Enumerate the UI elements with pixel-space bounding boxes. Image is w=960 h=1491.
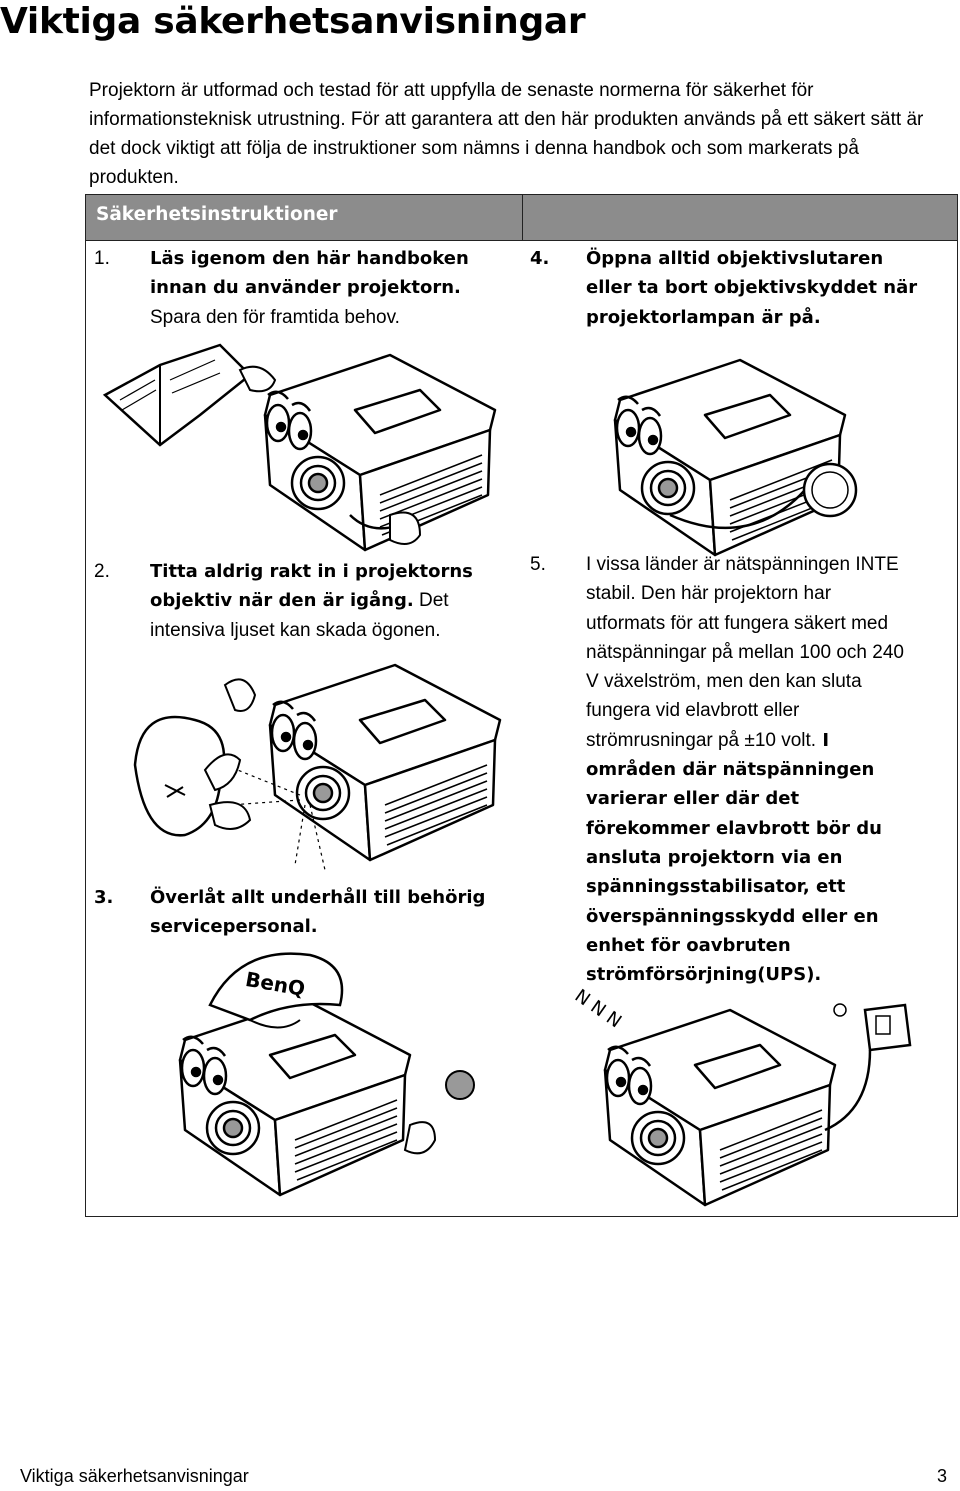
intro-paragraph: Projektorn är utformad och testad för at…	[89, 80, 924, 188]
projector-reading-book-illustration	[102, 343, 497, 552]
item-bold-text: områden där nätspänningen	[586, 759, 875, 781]
person-shielding-eyes-illustration	[133, 663, 502, 871]
item-bold-text: Läs igenom den här handboken	[150, 248, 469, 269]
item-number: 4.	[530, 248, 550, 269]
projector-lens-cap-illustration	[613, 358, 858, 557]
projector-service-cap-illustration: BenQ	[178, 952, 475, 1197]
item-bold-text: strömförsörjning(UPS).	[586, 964, 822, 986]
item-bold-text: innan du använder projektorn.	[150, 277, 461, 299]
item-bold-text: varierar eller där det	[586, 788, 800, 810]
section-heading: Säkerhetsinstruktioner	[96, 204, 338, 225]
item-number: 3.	[94, 887, 114, 908]
item-bold-text: överspänningsskydd eller en	[586, 905, 879, 927]
item-text: nätspänningar på mellan 100 och 240	[586, 641, 904, 663]
item-bold-text: eller ta bort objektivskyddet när	[586, 277, 918, 299]
item-text: I vissa länder är nätspänningen INTE	[586, 554, 899, 575]
item-text: fungera vid elavbrott eller	[586, 700, 800, 722]
item-bold-text: Öppna alltid objektivslutaren	[586, 248, 884, 269]
footer-page-number: 3	[937, 1466, 948, 1486]
page-title: Viktiga säkerhetsanvisningar	[0, 1, 586, 42]
snore-text: N N N	[571, 985, 626, 1032]
item-text: V växelström, men den kan sluta	[586, 671, 862, 693]
safety-instructions-box: Säkerhetsinstruktioner	[85, 194, 958, 1217]
item-text: Spara den för framtida behov.	[150, 306, 400, 328]
item-number: 5.	[530, 554, 546, 575]
header-divider	[522, 195, 523, 241]
item-bold-text: I	[816, 729, 830, 751]
item-bold-text: Överlåt allt underhåll till behörig	[150, 887, 486, 908]
item-number: 1.	[94, 248, 110, 269]
section-header: Säkerhetsinstruktioner	[86, 195, 957, 241]
item-text: strömrusningar på ±10 volt.	[586, 729, 817, 751]
item-bold-text: servicepersonal.	[150, 916, 318, 938]
item-bold-text: projektorlampan är på.	[586, 306, 821, 328]
footer-section-name: Viktiga säkerhetsanvisningar	[20, 1466, 249, 1486]
projector-sleeping-ups-illustration: N N N	[571, 985, 912, 1207]
item-text: Det	[413, 590, 449, 612]
item-bold-text: spänningsstabilisator, ett	[586, 876, 846, 898]
item-text: utformats för att fungera säkert med	[586, 612, 889, 634]
item-bold-text: enhet för oavbruten	[586, 934, 791, 956]
item-bold-text: Titta aldrig rakt in i projektorns	[150, 561, 473, 582]
item-number: 2.	[94, 561, 110, 582]
item-bold-text: ansluta projektorn via en	[586, 846, 843, 868]
item-bold-text: objektiv när den är igång.	[150, 590, 414, 612]
item-text: intensiva ljuset kan skada ögonen.	[150, 619, 441, 641]
item-bold-text: förekommer elavbrott bör du	[586, 817, 882, 839]
item-text: stabil. Den här projektorn har	[586, 583, 832, 605]
